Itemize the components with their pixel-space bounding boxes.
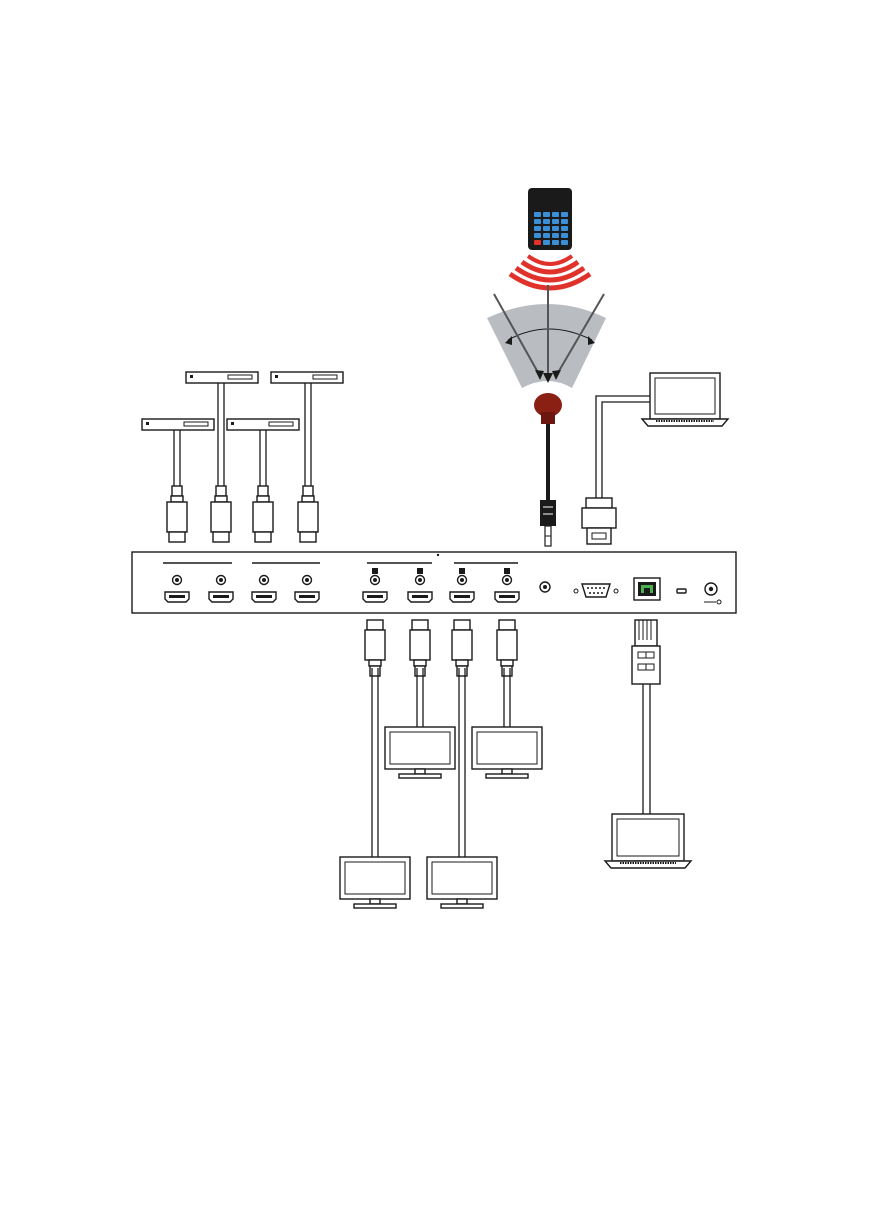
remote-key xyxy=(552,219,559,224)
hdmi-port-icon xyxy=(165,592,189,602)
hdmi-port-icon xyxy=(363,592,387,602)
remote-key xyxy=(543,240,550,245)
remote-key xyxy=(552,226,559,231)
source-player-4 xyxy=(271,372,343,383)
hdmi-port-icon xyxy=(295,592,319,602)
remote-key xyxy=(561,240,568,245)
remote-key xyxy=(534,212,541,217)
hdmi-port-icon xyxy=(209,592,233,602)
hdmi-plug-icon xyxy=(167,486,187,542)
remote-key xyxy=(543,233,550,238)
led-indicator-icon xyxy=(504,568,510,574)
led-indicator-icon xyxy=(417,568,423,574)
hdmi-port-icon xyxy=(450,592,474,602)
remote-key xyxy=(534,226,541,231)
led-indicator-icon xyxy=(459,568,465,574)
source-player-2 xyxy=(186,372,258,383)
hdmi-plug-icon xyxy=(452,620,472,676)
monitor-icon xyxy=(385,727,455,778)
remote-key xyxy=(561,226,568,231)
hdmi-matrix-rear-panel xyxy=(132,552,736,613)
hdmi-port-icon xyxy=(495,592,519,602)
hdmi-plug-icon xyxy=(410,620,430,676)
remote-key xyxy=(552,212,559,217)
hdmi-plug-icon xyxy=(253,486,273,542)
laptop-lan-control xyxy=(605,814,691,868)
remote-power-key xyxy=(534,240,541,245)
monitor-icon xyxy=(340,857,410,908)
monitor-icon xyxy=(427,857,497,908)
remote-key xyxy=(561,212,568,217)
hdmi-plug-icon xyxy=(298,486,318,542)
remote-key xyxy=(561,219,568,224)
remote-key xyxy=(543,219,550,224)
remote-key xyxy=(543,212,550,217)
lan-port xyxy=(634,578,660,600)
usb-service-port xyxy=(677,589,686,593)
rs232-connector-plug xyxy=(582,498,616,544)
output-displays xyxy=(340,727,542,908)
output-hdmi-plugs xyxy=(365,620,517,676)
ir-remote-control xyxy=(528,188,572,250)
rj45-connector-plug xyxy=(632,620,660,684)
ir-signal-waves-icon xyxy=(510,256,590,288)
source-player-3 xyxy=(227,419,299,430)
monitor-icon xyxy=(472,727,542,778)
source-hdmi-plugs xyxy=(167,486,318,542)
ir-receiver xyxy=(534,393,562,546)
source-player-1 xyxy=(142,419,214,430)
remote-key xyxy=(561,233,568,238)
remote-key xyxy=(534,233,541,238)
remote-key xyxy=(543,226,550,231)
hdmi-plug-icon xyxy=(211,486,231,542)
hdmi-plug-icon xyxy=(365,620,385,676)
hdmi-plug-icon xyxy=(497,620,517,676)
remote-key xyxy=(552,233,559,238)
led-indicator-icon xyxy=(372,568,378,574)
laptop-rs232-control xyxy=(642,373,728,426)
remote-key xyxy=(552,240,559,245)
hdmi-port-icon xyxy=(252,592,276,602)
source-hdmi-cables xyxy=(174,383,311,486)
remote-key xyxy=(534,219,541,224)
hdmi-port-icon xyxy=(408,592,432,602)
ir-reception-angle-zone xyxy=(487,285,606,388)
